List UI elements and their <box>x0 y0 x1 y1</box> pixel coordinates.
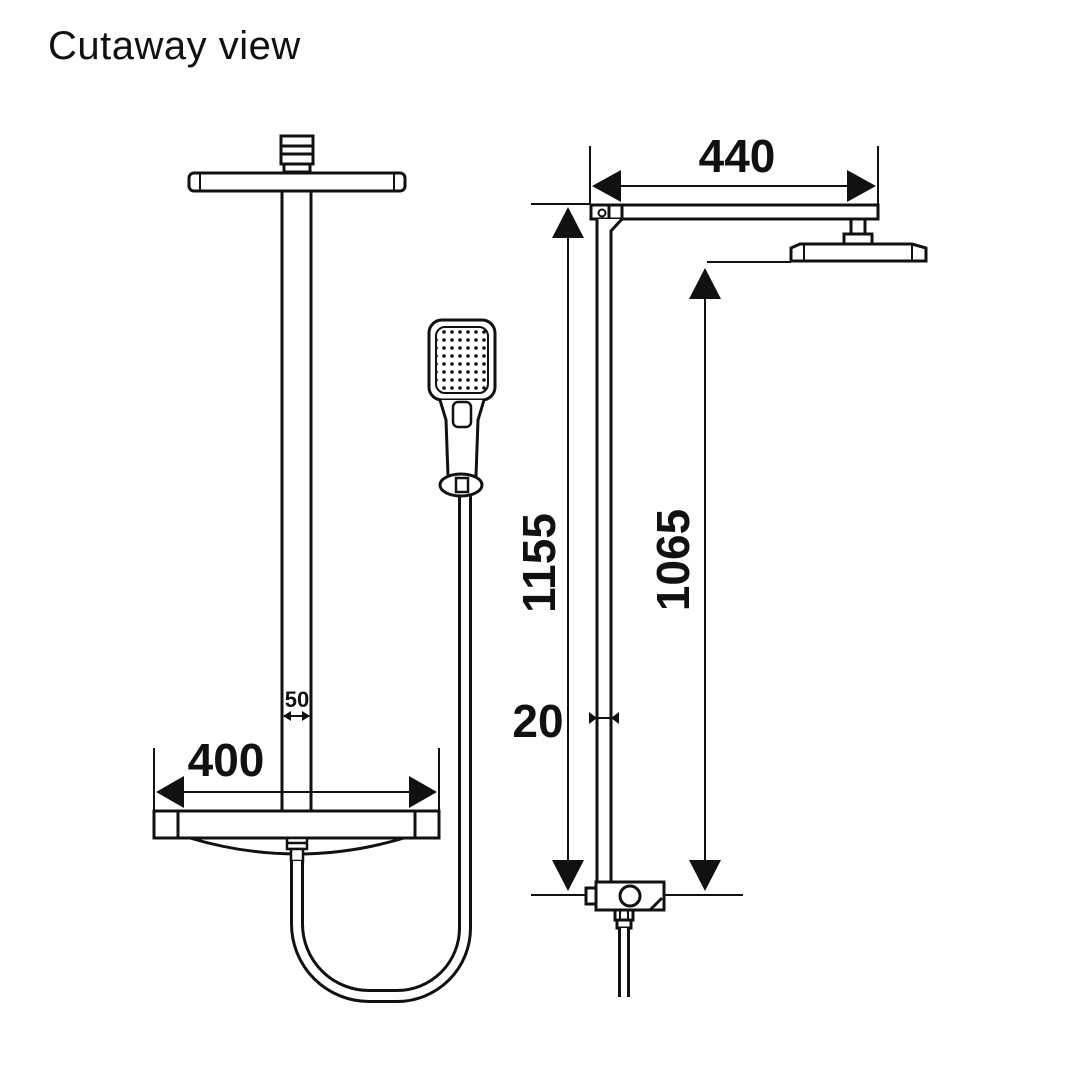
shower-arm <box>589 203 880 221</box>
total-height-arrow-bottom <box>552 860 584 891</box>
depth-arrow-right <box>847 170 876 202</box>
side-thermostat-body <box>584 880 666 930</box>
pipe-diameter-label: 20 <box>512 695 563 747</box>
shelf-arrow-right <box>409 776 437 808</box>
depth-arrow-left <box>592 170 621 202</box>
head-height-arrow-top <box>689 268 721 299</box>
depth-label: 440 <box>699 130 776 182</box>
shelf-arrow-left <box>156 776 184 808</box>
pipe-diameter-dimension <box>589 712 619 724</box>
pipe-width-label: 50 <box>285 687 309 712</box>
pipe-width-dimension <box>283 711 310 721</box>
depth-dimension <box>589 146 879 204</box>
total-height-label: 1155 <box>513 513 565 613</box>
head-height-label: 1065 <box>647 509 699 611</box>
shelf-width-label: 400 <box>188 734 265 786</box>
head-height-arrow-bottom <box>689 860 721 891</box>
total-height-arrow-top <box>552 207 584 238</box>
overhead-shower-head <box>187 171 407 193</box>
overhead-connector <box>279 134 315 174</box>
page-title: Cutaway view <box>48 24 301 68</box>
hand-shower <box>427 318 497 498</box>
hand-shower-spray-face <box>435 326 489 394</box>
shower-hose <box>290 492 472 1003</box>
side-shower-head <box>789 217 928 263</box>
side-riser-pipe <box>595 217 624 885</box>
side-view: 440 20 <box>512 130 928 997</box>
front-view: 50 400 <box>152 134 497 1003</box>
hose-outlet-fitting <box>285 836 309 863</box>
